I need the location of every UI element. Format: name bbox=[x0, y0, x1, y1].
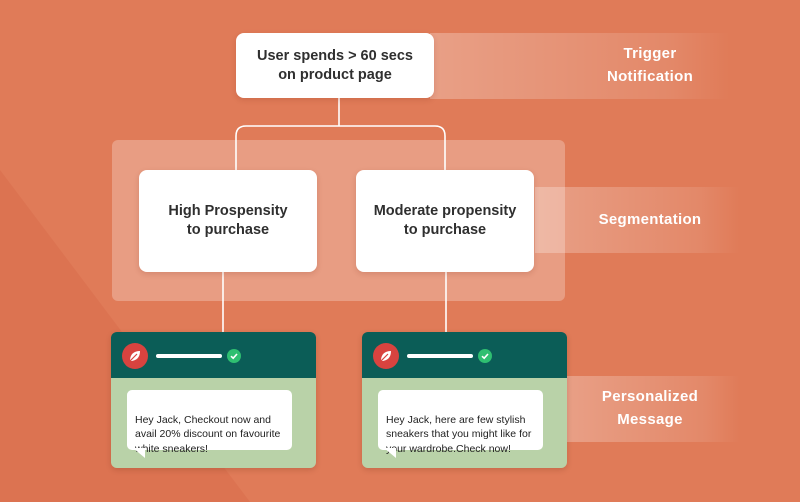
message-bubble: Hey Jack, Checkout now and avail 20% dis… bbox=[127, 390, 292, 458]
sender-name-placeholder bbox=[156, 354, 222, 358]
segmentation-band bbox=[535, 187, 740, 253]
message-bubble: Hey Jack, here are few stylish sneakers … bbox=[378, 390, 543, 458]
segment-node-high: High Prospensity to purchase bbox=[139, 170, 317, 272]
message-card-high: Hey Jack, Checkout now and avail 20% dis… bbox=[111, 332, 316, 468]
check-badge-icon bbox=[227, 349, 241, 363]
message-text: Hey Jack, here are few stylish sneakers … bbox=[386, 413, 532, 455]
stage-label-personalized: Personalized Message bbox=[601, 388, 699, 428]
stage-label-segmentation: Segmentation bbox=[598, 211, 702, 228]
message-card-header bbox=[362, 332, 567, 378]
branch-left bbox=[235, 125, 339, 170]
trigger-node: User spends > 60 secs on product page bbox=[236, 33, 434, 98]
leaf-icon bbox=[373, 343, 399, 369]
check-badge-icon bbox=[478, 349, 492, 363]
segment-node-moderate: Moderate propensity to purchase bbox=[356, 170, 534, 272]
personalized-band bbox=[565, 376, 740, 442]
segment-node-high-text: High Prospensity to purchase bbox=[168, 203, 288, 238]
message-card-body: Hey Jack, Checkout now and avail 20% dis… bbox=[111, 378, 316, 468]
bubble-tail bbox=[133, 448, 145, 458]
trigger-node-text: User spends > 60 secs on product page bbox=[257, 47, 413, 83]
trigger-band bbox=[430, 33, 730, 99]
sender-name-placeholder bbox=[407, 354, 473, 358]
stage-label-trigger: Trigger Notification bbox=[606, 45, 694, 85]
message-card-header bbox=[111, 332, 316, 378]
leaf-icon bbox=[122, 343, 148, 369]
segment-node-moderate-text: Moderate propensity to purchase bbox=[373, 203, 517, 238]
message-card-moderate: Hey Jack, here are few stylish sneakers … bbox=[362, 332, 567, 468]
message-text: Hey Jack, Checkout now and avail 20% dis… bbox=[135, 413, 281, 455]
bubble-tail bbox=[384, 448, 396, 458]
message-card-body: Hey Jack, here are few stylish sneakers … bbox=[362, 378, 567, 468]
branch-right bbox=[339, 125, 446, 170]
